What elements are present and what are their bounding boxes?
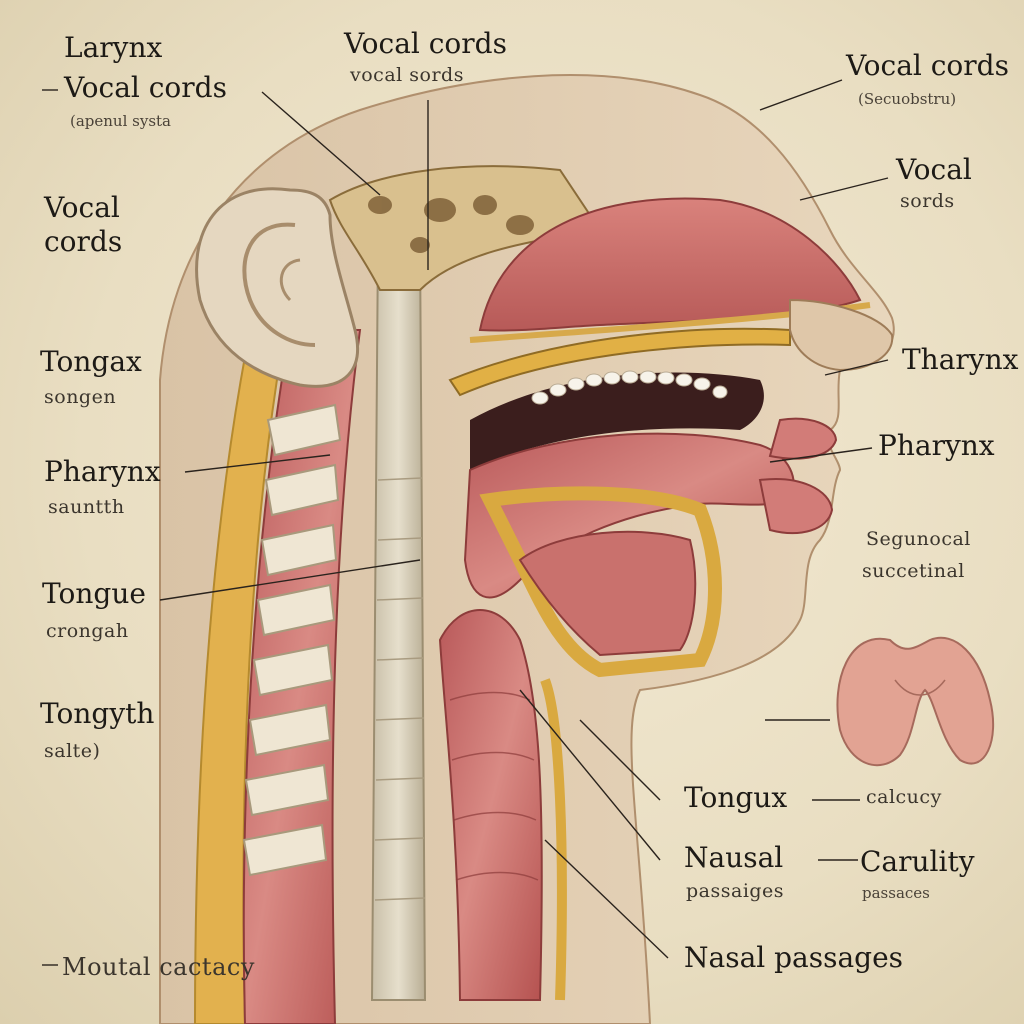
label-vocal-right-mid: Vocal (896, 153, 972, 186)
label-nasal-passages: Nasal passages (684, 941, 904, 974)
label-vocal-right-mid-sub: sords (900, 190, 955, 212)
lower-lip (758, 478, 834, 535)
label-vocal-left-big-1: Vocal (44, 191, 120, 224)
label-vocal-cords-mid: Vocal cords (344, 27, 507, 60)
label-tongyth-sub: salte) (44, 740, 101, 762)
upper-teeth (531, 370, 728, 405)
label-calcucy: calcucy (866, 786, 942, 808)
leader-lines (42, 79, 889, 966)
mandible-layer (479, 486, 722, 678)
spinal-column (370, 239, 427, 1001)
label-tongue-left: Tongue (42, 577, 146, 610)
label-larynx-top: Larynx (64, 31, 163, 64)
upper-lip (768, 417, 838, 460)
label-vocal-cords-left: Vocal cords (64, 71, 227, 104)
nose (789, 298, 894, 372)
label-vocal-cords-left-sub: (apenul systa (70, 112, 172, 130)
trachea-front (540, 678, 567, 1001)
label-vocal-cords-right-sub: (Secuobstru) (858, 90, 957, 108)
nasal-cavity (478, 197, 862, 332)
label-nausal-sub: passaiges (686, 880, 785, 902)
label-nausal: Nausal (684, 841, 784, 874)
label-vocal-cords-right: Vocal cords (846, 49, 1009, 82)
ear (195, 187, 360, 388)
label-vocal-cords-mid-sub: vocal sords (350, 64, 464, 86)
label-carulity: Carulity (860, 845, 975, 878)
label-segunocal: Segunocal (866, 528, 971, 550)
label-carulity-sub: passaces (862, 884, 930, 902)
label-tongue-left-sub: crongah (46, 620, 129, 642)
label-vocal-left-big-2: cords (44, 225, 123, 258)
label-pharynx-left: Pharynx (44, 455, 161, 488)
vertebrae (242, 403, 342, 877)
pharynx-tube (438, 609, 543, 1001)
label-tongax-sub: songen (44, 386, 117, 408)
label-tongax: Tongax (40, 345, 142, 378)
label-tongux: Tongux (684, 781, 788, 814)
hard-palate (448, 327, 791, 397)
label-pharynx-left-sub: sauntth (48, 496, 125, 518)
label-mouth-cavity: Moutal cactacy (62, 953, 255, 981)
label-pharynx-right: Pharynx (878, 429, 995, 462)
thyroid-organ (836, 636, 995, 767)
label-succetinal: succetinal (862, 560, 965, 582)
label-tongyth: Tongyth (40, 697, 155, 730)
label-tharynx-right: Tharynx (902, 343, 1019, 376)
